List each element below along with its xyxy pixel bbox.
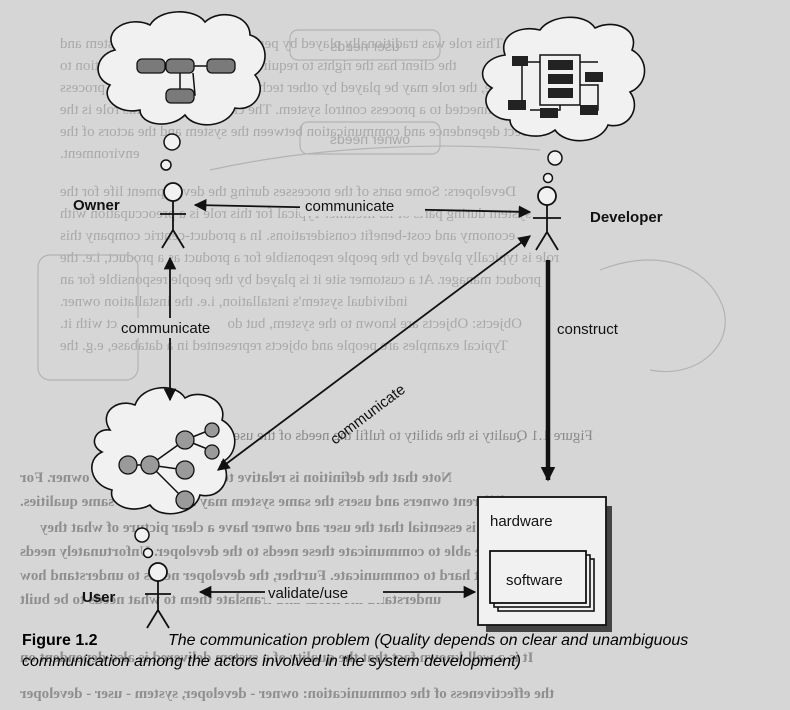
component-block <box>508 100 526 110</box>
tree-node <box>175 430 195 450</box>
component-block <box>548 60 573 70</box>
tree-node <box>140 455 160 475</box>
user-thought-cloud <box>91 386 236 559</box>
user-developer-label: communicate <box>327 381 408 448</box>
label-backdrop <box>265 583 383 603</box>
cloud-shape <box>91 386 236 515</box>
tree-node <box>204 422 220 438</box>
thought-bubble <box>163 133 181 151</box>
ghost-box-left <box>37 254 139 381</box>
thought-bubble <box>542 172 554 184</box>
tree-node <box>175 460 195 480</box>
tree-node <box>175 490 195 510</box>
thought-bubble <box>547 150 563 166</box>
component-block <box>540 108 558 118</box>
head <box>148 562 168 582</box>
label-backdrop <box>555 319 633 339</box>
developer-label: Developer <box>590 209 663 226</box>
developer-system-label: construct <box>557 321 619 338</box>
user-figure <box>145 562 171 629</box>
system-box: hardware software <box>477 496 612 632</box>
figure-label: Figure 1.2 <box>22 632 98 649</box>
label-backdrop <box>300 196 425 216</box>
process-node <box>165 58 195 74</box>
component-block <box>548 74 573 84</box>
user-system-label: validate/use <box>268 585 348 602</box>
software-label: software <box>506 572 563 589</box>
thought-bubble <box>142 547 154 559</box>
head <box>163 182 183 202</box>
ghost-label-user-needs: user needs <box>330 38 399 54</box>
user-label: User <box>82 589 116 606</box>
tree-node <box>204 444 220 460</box>
ghost-label-owner-needs: owner needs <box>330 131 410 147</box>
developer-figure <box>533 186 561 251</box>
component-block <box>512 56 528 66</box>
process-node <box>136 58 166 74</box>
process-node <box>206 58 236 74</box>
component-block <box>548 88 573 98</box>
component-block <box>585 72 603 82</box>
thought-bubble <box>160 159 172 171</box>
ghost-box-owner-needs <box>299 121 441 155</box>
hardware-label: hardware <box>490 513 553 530</box>
software-box <box>489 550 587 604</box>
component-block <box>580 105 598 115</box>
head <box>537 186 557 206</box>
owner-label: Owner <box>73 197 120 214</box>
ghost-box-user-needs <box>289 29 441 61</box>
developer-thought-cloud <box>481 16 646 184</box>
user-developer-arrow <box>216 235 532 471</box>
thought-bubble <box>134 527 150 543</box>
label-backdrop <box>118 318 226 338</box>
process-node <box>165 88 195 104</box>
figure-caption-text: The communication problem (Quality depen… <box>22 632 689 670</box>
owner-user-label: communicate <box>121 320 210 337</box>
owner-developer-label: communicate <box>305 198 394 215</box>
bleed-through-boxes <box>37 29 726 381</box>
ghost-curve <box>209 145 541 171</box>
owner-thought-cloud <box>97 11 266 171</box>
tree-node <box>118 455 138 475</box>
ghost-cloud-right <box>599 259 726 373</box>
owner-figure <box>160 182 186 249</box>
